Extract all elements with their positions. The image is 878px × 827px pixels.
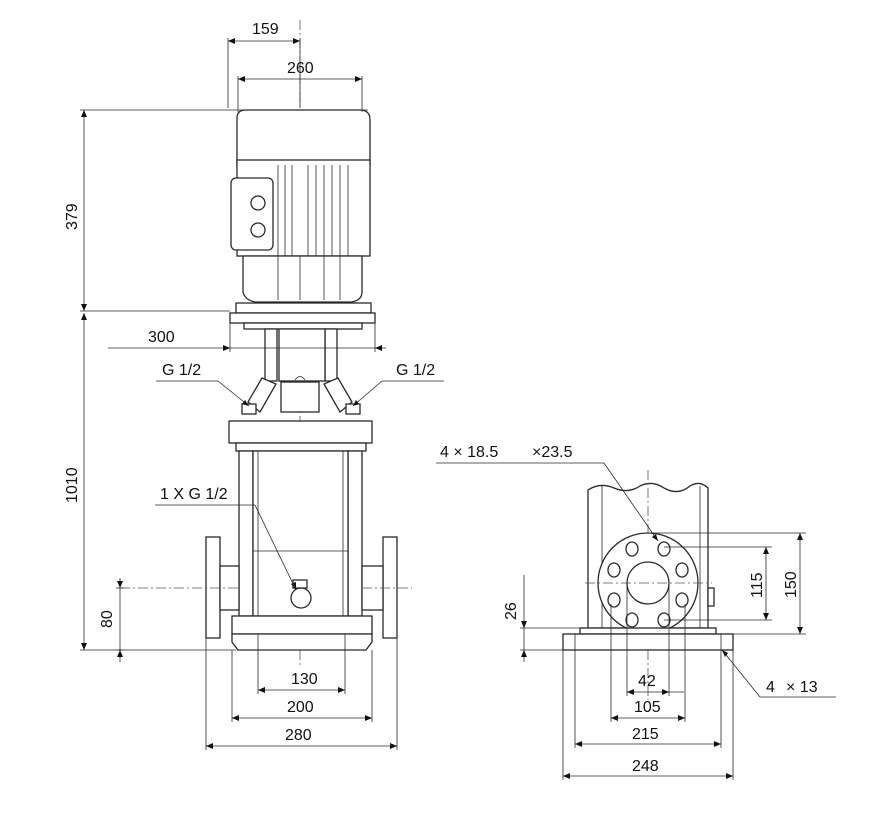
dim-150: 150 — [648, 532, 806, 635]
foot-holes-label-a: 4 — [766, 679, 775, 696]
foot-holes-label-b: × 13 — [786, 679, 818, 696]
pump-head — [228, 420, 373, 444]
dim-26-label: 26 — [503, 602, 520, 620]
dim-26: 26 — [503, 575, 580, 662]
dim-150-label: 150 — [783, 571, 800, 598]
dim-130: 130 — [257, 650, 346, 694]
outlet-flange-right — [361, 536, 412, 639]
dim-159-label: 159 — [252, 21, 279, 38]
coupling-guard — [280, 381, 320, 413]
dim-300-label: 300 — [148, 329, 175, 346]
vent-screw-right — [345, 403, 361, 415]
dim-215: 215 — [574, 650, 722, 748]
dim-80: 80 — [99, 578, 124, 662]
drain-label: 1 X G 1/2 — [160, 486, 228, 503]
motor — [230, 109, 371, 303]
vent-screw-left — [241, 403, 257, 415]
drain-plug-icon — [290, 587, 312, 609]
pump-base — [231, 615, 373, 651]
dim-248-label: 248 — [632, 758, 659, 775]
callout-foot-holes: 4 × 13 — [721, 649, 836, 698]
dim-260: 260 — [237, 60, 363, 112]
dim-105-label: 105 — [634, 699, 661, 716]
motor-stool — [229, 302, 376, 415]
g-left-label: G 1/2 — [162, 362, 201, 379]
dim-130-label: 130 — [291, 671, 318, 688]
callout-bolt-holes: 4 × 18.5 ×23.5 — [436, 444, 659, 542]
dim-42: 42 — [626, 583, 684, 696]
dim-215-label: 215 — [632, 726, 659, 743]
terminal-gland-icon — [250, 195, 266, 211]
dim-159: 159 — [227, 21, 301, 108]
dim-115: 115 — [664, 546, 772, 621]
dim-280: 280 — [205, 638, 398, 750]
bolt-holes-label-a: 4 × 18.5 — [440, 444, 498, 461]
dim-300: 300 — [108, 323, 386, 352]
dim-379-label: 379 — [64, 203, 81, 230]
dim-42-label: 42 — [638, 673, 656, 690]
dim-200-label: 200 — [287, 699, 314, 716]
front-view: 159 260 379 1010 — [64, 20, 444, 750]
inlet-flange-left — [120, 536, 240, 639]
callout-g-right: G 1/2 — [352, 362, 444, 407]
bolt-holes-label-b: ×23.5 — [532, 444, 573, 461]
dim-200: 200 — [231, 650, 373, 722]
dim-105: 105 — [610, 604, 686, 722]
dim-260-label: 260 — [287, 60, 314, 77]
terminal-gland-icon — [250, 222, 266, 238]
callout-g-left: G 1/2 — [156, 362, 250, 407]
side-view: 4 × 18.5 ×23.5 115 150 2 — [436, 444, 836, 780]
dim-248: 248 — [562, 650, 734, 780]
dim-80-label: 80 — [99, 610, 116, 628]
side-base — [562, 627, 734, 651]
flange-bolt-holes — [607, 541, 689, 628]
dim-1010-label: 1010 — [64, 467, 81, 503]
dim-115-label: 115 — [749, 572, 766, 598]
g-right-label: G 1/2 — [396, 362, 435, 379]
dim-1010: 1010 — [64, 313, 236, 651]
callout-drain: 1 X G 1/2 — [155, 486, 297, 591]
dim-379: 379 — [64, 109, 368, 312]
dim-280-label: 280 — [285, 727, 312, 744]
